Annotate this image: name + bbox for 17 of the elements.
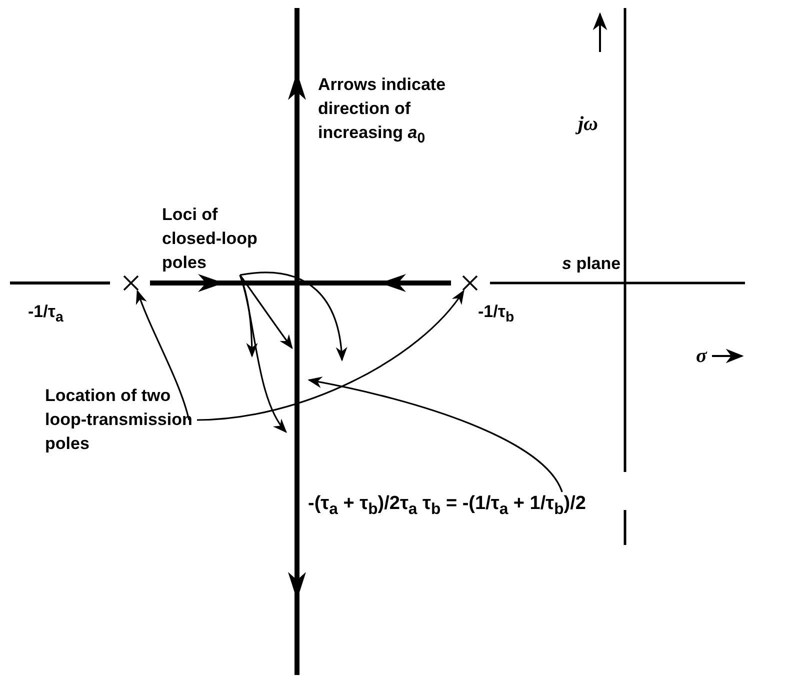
leader-line [136,290,190,420]
leader-line [240,272,347,362]
annotation-text: Arrows indicate direction of increasing a$_{0}$ [318,74,447,148]
axis-label: σ [696,344,707,368]
annotation-text: Loci of closed-loop poles [162,205,258,272]
leader-line [239,274,287,434]
annotation-text: s plane [562,253,621,275]
axis-label: jω [578,112,598,136]
pole-marker [462,275,478,291]
formula: -(τ$_{a}$ + τ$_{b}$)/2τ$_{a}$ τ$_{b}$ = -(1/τ$_{a}$ + 1/τ$_{b}$)/2 [308,493,586,514]
pole-label: -1/τ$_{b}$ [478,301,514,328]
leader-line [196,290,464,421]
annotation-text: Location of two loop-transmission poles [45,386,192,453]
pole-label: -1/τ$_{a}$ [28,301,64,328]
pole-marker [123,275,139,291]
leader-line [239,274,293,350]
leader-line [308,376,563,492]
